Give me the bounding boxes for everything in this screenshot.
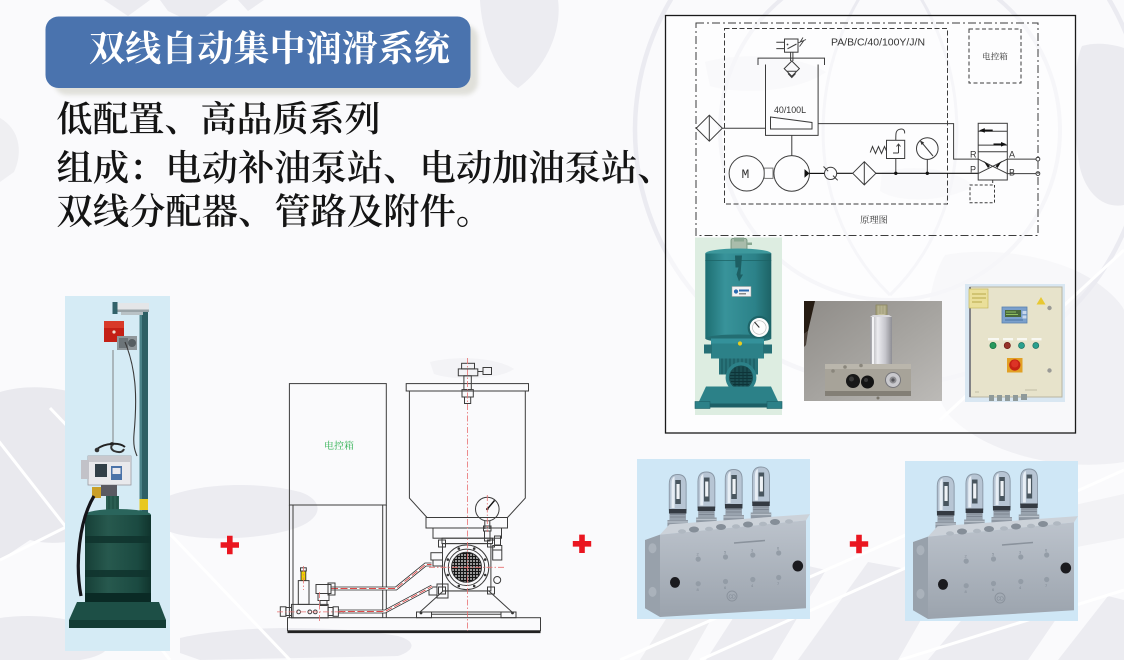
svg-text:6: 6 bbox=[777, 546, 780, 551]
svg-text:R: R bbox=[970, 150, 977, 160]
svg-text:3: 3 bbox=[751, 548, 754, 553]
svg-text:6: 6 bbox=[724, 585, 727, 590]
svg-text:8: 8 bbox=[697, 587, 700, 592]
svg-text:2: 2 bbox=[697, 552, 700, 557]
svg-text:PA/B/C/40/100Y/J/N: PA/B/C/40/100Y/J/N bbox=[831, 38, 925, 49]
svg-text:40/100L: 40/100L bbox=[774, 105, 806, 116]
svg-text:P: P bbox=[970, 165, 976, 175]
svg-text:B: B bbox=[1009, 168, 1015, 178]
svg-text:7: 7 bbox=[777, 581, 780, 586]
svg-text:A: A bbox=[1009, 150, 1015, 160]
svg-text:M: M bbox=[742, 167, 750, 182]
svg-text:5: 5 bbox=[724, 550, 727, 555]
svg-text:4: 4 bbox=[751, 583, 754, 588]
svg-text:CD: CD bbox=[729, 595, 737, 601]
